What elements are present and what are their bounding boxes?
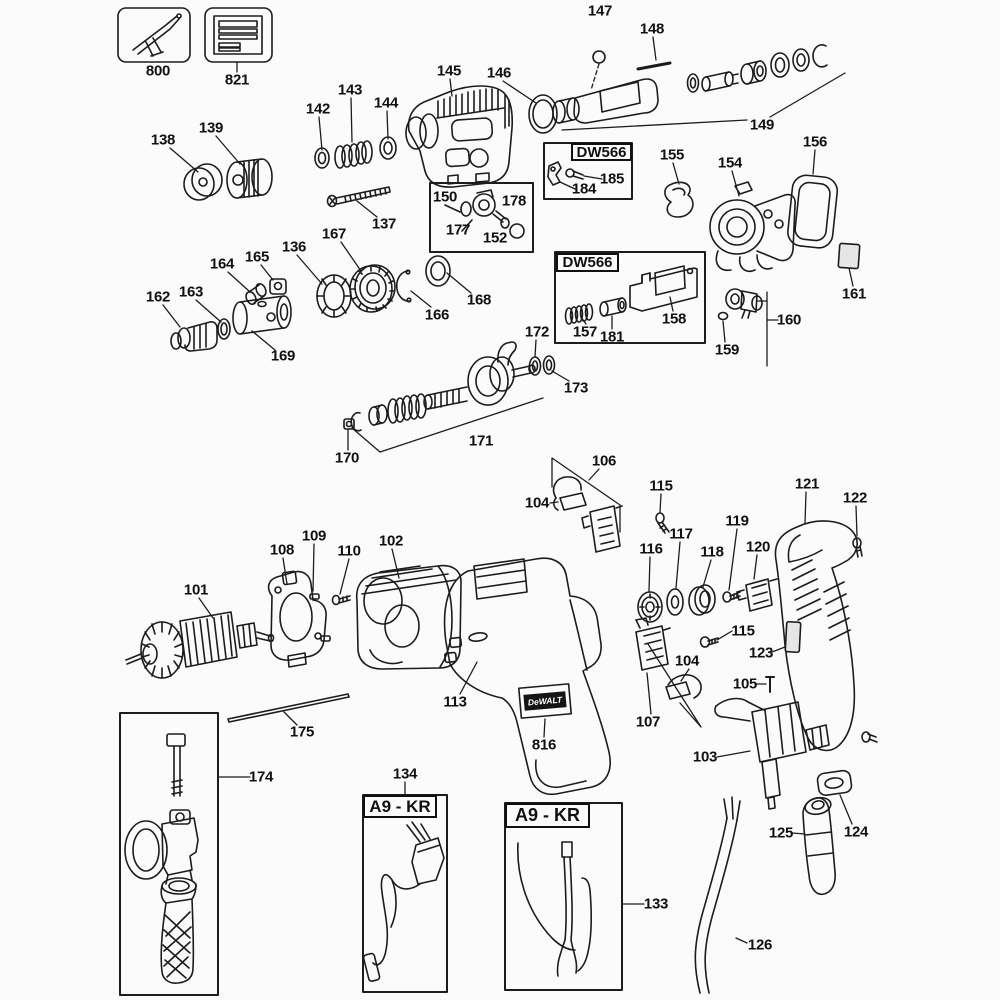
part-163 <box>218 319 230 339</box>
part-115-upper <box>656 513 669 533</box>
part-105 <box>766 677 774 692</box>
part-143 <box>335 141 372 168</box>
part-155 <box>665 182 693 217</box>
part-145 <box>406 86 512 187</box>
part-116 <box>638 592 662 622</box>
part-160 <box>726 289 762 318</box>
part-138 <box>184 164 222 200</box>
part-148 <box>638 63 670 69</box>
assy-149 <box>553 45 827 123</box>
part-113 <box>445 558 611 794</box>
assy-171 <box>344 342 535 431</box>
box-133 <box>505 803 622 990</box>
part-167 <box>350 265 395 312</box>
part-136 <box>317 275 351 317</box>
part-107 <box>636 618 670 670</box>
part-123 <box>785 622 801 653</box>
sticker-816: DeWALT <box>519 684 571 718</box>
part-101 <box>126 612 274 678</box>
part-102 <box>357 566 462 669</box>
screw-handle-bottom <box>862 732 877 742</box>
box-134 <box>363 795 447 992</box>
part-125 <box>803 795 835 894</box>
part-117 <box>667 589 683 615</box>
part-156 <box>786 174 838 249</box>
part-168 <box>426 256 450 286</box>
part-124 <box>817 770 853 796</box>
part-165 <box>270 279 286 294</box>
part-172 <box>530 357 541 375</box>
part-169 <box>233 296 291 334</box>
part-104-upper <box>554 477 586 510</box>
dewalt-brand-text: DeWALT <box>527 694 563 707</box>
part-139 <box>227 159 272 198</box>
part-104-lower <box>666 675 701 699</box>
part-108 <box>269 571 327 667</box>
part-118 <box>689 585 715 615</box>
part-162 <box>171 322 217 351</box>
leader-lines <box>163 37 857 943</box>
part-126 <box>695 797 740 993</box>
part-120 <box>737 579 777 611</box>
part-115-lower <box>701 637 719 647</box>
part-161 <box>838 243 860 268</box>
box-150 <box>430 183 533 252</box>
part-142 <box>315 148 329 168</box>
box-174 <box>120 713 218 995</box>
dw566-box-1 <box>544 143 632 199</box>
part-137 <box>328 187 391 207</box>
part-109 <box>310 594 330 641</box>
part-106 <box>582 506 622 552</box>
part-166 <box>397 270 411 302</box>
part-175 <box>228 694 349 722</box>
part-110 <box>333 596 351 605</box>
part-154 <box>710 182 795 271</box>
dw566-box-2 <box>555 252 705 343</box>
part-103 <box>715 699 806 809</box>
part-147 <box>593 51 605 63</box>
part-122 <box>853 538 862 557</box>
kit-821-box <box>205 8 272 62</box>
part-159 <box>719 313 728 320</box>
part-164 <box>244 282 268 306</box>
part-144 <box>380 137 396 159</box>
part-173 <box>544 356 555 374</box>
kit-800-box <box>118 8 190 62</box>
part-119 <box>723 592 740 602</box>
